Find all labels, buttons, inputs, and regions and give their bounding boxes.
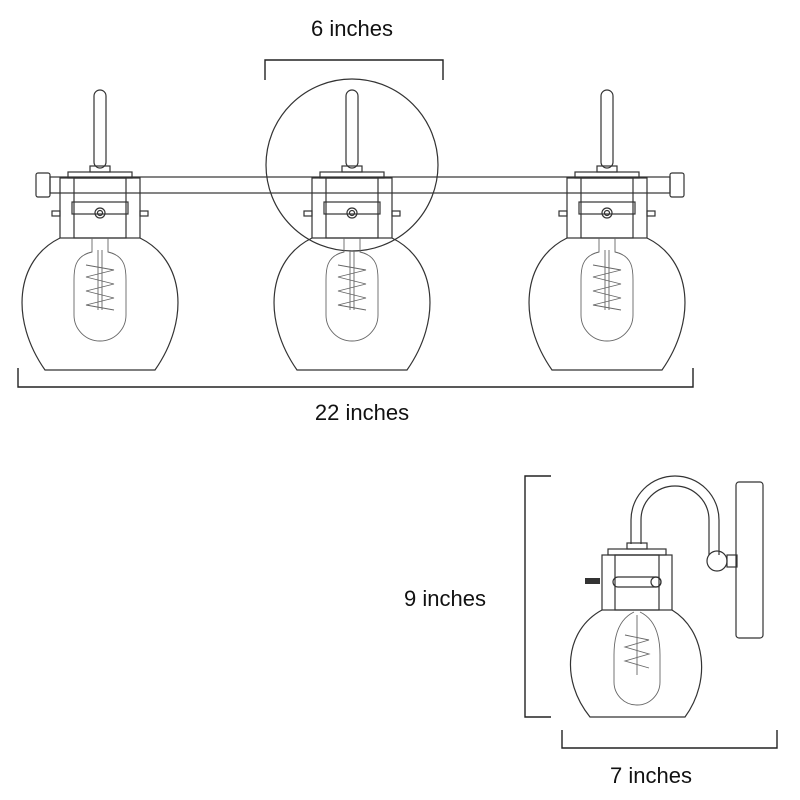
height-bracket (524, 475, 551, 718)
backplate-width-bracket (264, 59, 444, 80)
backplate (265, 78, 439, 252)
fixture-right (528, 89, 686, 371)
overall-width-label: 22 inches (314, 400, 410, 425)
crossbar (49, 176, 671, 194)
backplate-width-label: 6 inches (311, 16, 393, 41)
fixture-side-view (569, 475, 764, 718)
fixture-left (21, 89, 179, 371)
depth-label: 7 inches (610, 763, 692, 788)
fixture-center (273, 89, 431, 371)
depth-bracket (561, 730, 778, 749)
overall-width-bracket (17, 368, 694, 388)
height-label: 9 inches (404, 586, 486, 611)
